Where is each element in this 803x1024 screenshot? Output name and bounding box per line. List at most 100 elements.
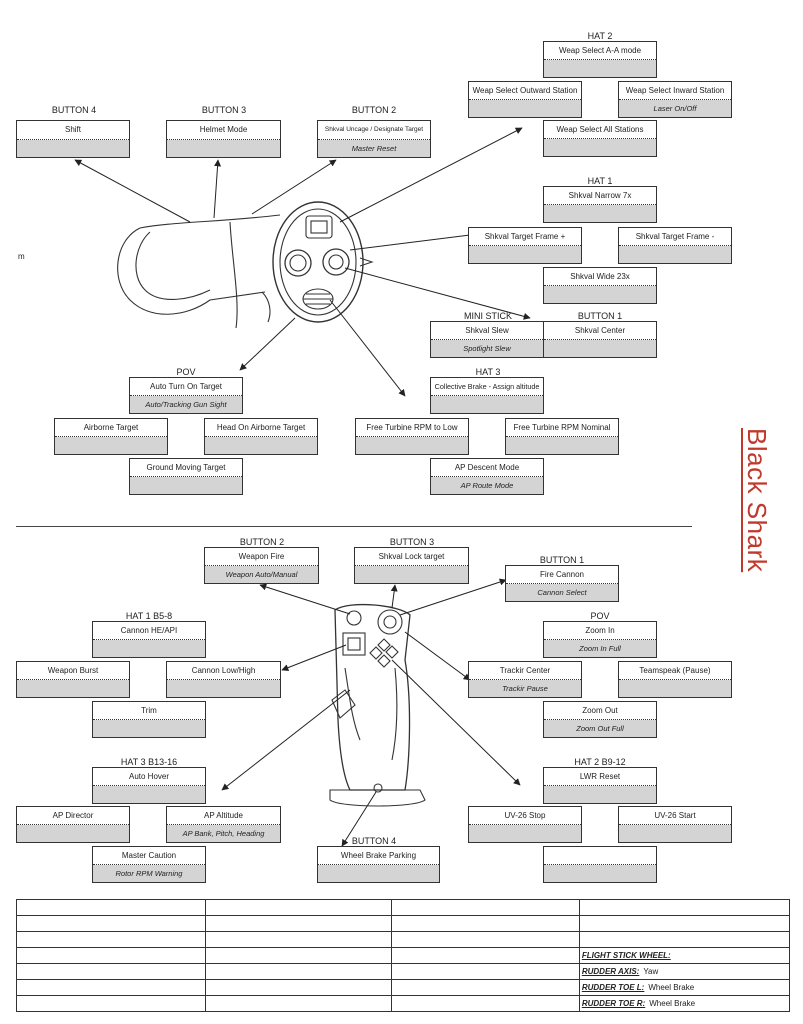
box-trackir-center: Trackir Center Trackir Pause: [468, 661, 582, 698]
key-table-cell: [16, 899, 206, 916]
key-table-cell: [16, 963, 206, 980]
header-button3-bottom: BUTTON 3: [389, 537, 435, 547]
key-table-binding-cell: RUDDER TOE R:Wheel Brake: [578, 995, 791, 1012]
key-table-cell: [391, 963, 580, 980]
box-ap-director: AP Director: [16, 806, 130, 843]
key-table-row: FLIGHT STICK WHEEL:: [16, 947, 791, 964]
box-lwr-reset: LWR Reset: [543, 767, 657, 804]
key-table-cell: [204, 947, 393, 964]
key-table-cell: [391, 947, 580, 964]
box-shkval-slew: Shkval Slew Spotlight Slew: [430, 321, 544, 358]
header-button3-top: BUTTON 3: [201, 105, 247, 115]
header-hat2-top: HAT 2: [587, 31, 613, 41]
key-table-cell: [204, 899, 393, 916]
key-table-cell: [204, 963, 393, 980]
box-frame-minus: Shkval Target Frame -: [618, 227, 732, 264]
header-mini-stick: MINI STICK: [463, 311, 513, 321]
box-weap-inward: Weap Select Inward Station Laser On/Off: [618, 81, 732, 118]
key-table-binding-cell: [578, 899, 791, 916]
box-zoom-in: Zoom In Zoom In Full: [543, 621, 657, 658]
header-hat1-bottom: HAT 1 B5-8: [125, 611, 173, 621]
box-weap-outward: Weap Select Outward Station: [468, 81, 582, 118]
key-table-binding-cell: RUDDER AXIS:Yaw: [578, 963, 791, 980]
key-value: Wheel Brake: [649, 999, 696, 1008]
key-table-cell: [391, 899, 580, 916]
key-table-cell: [16, 979, 206, 996]
box-master-caution: Master Caution Rotor RPM Warning: [92, 846, 206, 883]
key-table-cell: [16, 915, 206, 932]
key-table-cell: [391, 931, 580, 948]
box-cannon-heapi: Cannon HE/API: [92, 621, 206, 658]
key-label: FLIGHT STICK WHEEL:: [581, 951, 671, 960]
box-shkval-uncage: Shkval Uncage / Designate Target Master …: [317, 120, 431, 158]
stray-mark: m: [18, 252, 25, 261]
box-uv26-start: UV-26 Start: [618, 806, 732, 843]
key-table-row: RUDDER AXIS:Yaw: [16, 963, 791, 980]
key-table-cell: [204, 979, 393, 996]
box-hat2-down-empty: [543, 846, 657, 883]
key-table-row: RUDDER TOE L:Wheel Brake: [16, 979, 791, 996]
box-shift: Shift: [16, 120, 130, 158]
box-teamspeak: Teamspeak (Pause): [618, 661, 732, 698]
box-auto-hover: Auto Hover: [92, 767, 206, 804]
key-value: Wheel Brake: [648, 983, 695, 992]
box-auto-turn: Auto Turn On Target Auto/Tracking Gun Si…: [129, 377, 243, 414]
box-ground-moving: Ground Moving Target: [129, 458, 243, 495]
box-ap-altitude: AP Altitude AP Bank, Pitch, Heading: [166, 806, 281, 843]
header-button4-bottom: BUTTON 4: [351, 836, 397, 846]
key-label: RUDDER TOE L:: [581, 983, 645, 992]
key-label: RUDDER AXIS:: [581, 967, 640, 976]
box-ap-descent: AP Descent Mode AP Route Mode: [430, 458, 544, 495]
box-trim: Trim: [92, 701, 206, 738]
box-head-on: Head On Airborne Target: [204, 418, 318, 455]
key-table-binding-cell: FLIGHT STICK WHEEL:: [578, 947, 791, 964]
header-hat1-top: HAT 1: [587, 176, 613, 186]
key-table-binding-cell: [578, 915, 791, 932]
key-table-cell: [16, 995, 206, 1012]
box-shkval-center: Shkval Center: [543, 321, 657, 358]
box-uv26-stop: UV-26 Stop: [468, 806, 582, 843]
box-collective-brake: Collective Brake - Assign altitude: [430, 377, 544, 414]
header-button1-top: BUTTON 1: [577, 311, 623, 321]
box-weapon-fire: Weapon Fire Weapon Auto/Manual: [204, 547, 319, 584]
box-weap-aa: Weap Select A-A mode: [543, 41, 657, 78]
key-table-row: RUDDER TOE R:Wheel Brake: [16, 995, 791, 1012]
key-table-row: [16, 931, 791, 948]
key-table-cell: [391, 979, 580, 996]
box-turbine-low: Free Turbine RPM to Low: [355, 418, 469, 455]
header-button4-top: BUTTON 4: [51, 105, 97, 115]
box-airborne-target: Airborne Target: [54, 418, 168, 455]
box-shkval-narrow: Shkval Narrow 7x: [543, 186, 657, 223]
box-shkval-lock: Shkval Lock target: [354, 547, 469, 584]
brand-title: Black Shark: [742, 428, 772, 573]
key-table-row: [16, 899, 791, 916]
key-table-cell: [204, 915, 393, 932]
box-wheel-brake: Wheel Brake Parking: [317, 846, 440, 883]
key-table-cell: [16, 947, 206, 964]
key-label: RUDDER TOE R:: [581, 999, 646, 1008]
box-helmet-mode: Helmet Mode: [166, 120, 281, 158]
key-table-cell: [391, 995, 580, 1012]
box-cannon-lowhigh: Cannon Low/High: [166, 661, 281, 698]
header-hat3-bottom: HAT 3 B13-16: [120, 757, 178, 767]
collective-handle-drawing: [117, 201, 374, 329]
key-table-cell: [16, 931, 206, 948]
key-table-row: [16, 915, 791, 932]
header-pov-top: POV: [176, 367, 196, 377]
box-zoom-out: Zoom Out Zoom Out Full: [543, 701, 657, 738]
key-table-cell: [204, 931, 393, 948]
header-hat3-top: HAT 3: [475, 367, 501, 377]
cyclic-stick-drawing: [329, 603, 426, 807]
header-button1-bottom: BUTTON 1: [539, 555, 585, 565]
box-weapon-burst: Weapon Burst: [16, 661, 130, 698]
box-turbine-nominal: Free Turbine RPM Nominal: [505, 418, 619, 455]
key-table-cell: [204, 995, 393, 1012]
key-table-cell: [391, 915, 580, 932]
header-button2-bottom: BUTTON 2: [239, 537, 285, 547]
box-weap-all: Weap Select All Stations: [543, 120, 657, 157]
key-table-binding-cell: RUDDER TOE L:Wheel Brake: [578, 979, 791, 996]
box-shkval-wide: Shkval Wide 23x: [543, 267, 657, 304]
box-fire-cannon: Fire Cannon Cannon Select: [505, 565, 619, 602]
section-divider: [16, 526, 692, 527]
